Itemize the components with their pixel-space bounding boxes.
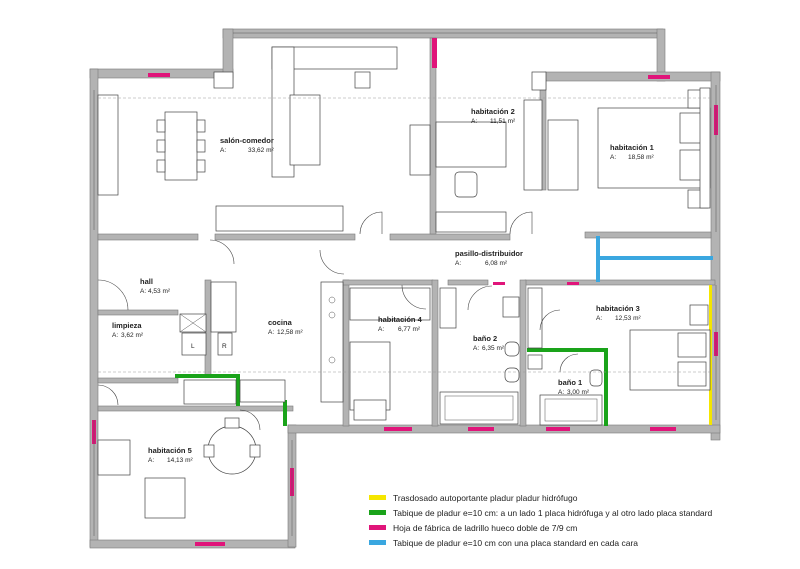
hab4-furniture <box>349 287 431 421</box>
hab5-furniture <box>97 417 261 519</box>
blue-walls <box>596 236 713 282</box>
hall-limpieza-furniture: L R <box>179 313 237 405</box>
svg-text:salón-comedor: salón-comedor <box>220 136 274 145</box>
room-labels: salón-comedor A: 33,62 m² habitación 2 A… <box>112 107 654 464</box>
room-hab1: habitación 1 A: 18,58 m² <box>610 143 654 161</box>
room-pasillo: pasillo-distribuidor A: 6,08 m² <box>455 249 523 267</box>
svg-text:Trasdosado autoportante pladur: Trasdosado autoportante pladur pladur hi… <box>393 493 578 503</box>
svg-text:Tabique de pladur e=10 cm: a u: Tabique de pladur e=10 cm: a un lado 1 p… <box>393 508 712 518</box>
kitchen-furniture <box>210 281 344 403</box>
svg-text:A:: A: <box>220 147 226 154</box>
doors <box>97 211 579 431</box>
hab2-furniture <box>409 71 547 233</box>
room-hall: hall A: 4,53 m² <box>140 277 171 295</box>
legend-item-magenta: Hoja de fábrica de ladrillo hueco doble … <box>369 523 577 533</box>
svg-text:limpieza: limpieza <box>112 321 142 330</box>
svg-text:habitación 2: habitación 2 <box>471 107 515 116</box>
room-hab3: habitación 3 A: 12,53 m² <box>596 304 641 322</box>
green-walls <box>175 348 608 426</box>
refrigerador-label: R <box>222 343 227 350</box>
room-hab5: habitación 5 A: 14,13 m² <box>148 446 193 464</box>
reference-lines <box>98 97 710 373</box>
svg-text:pasillo-distribuidor: pasillo-distribuidor <box>455 249 523 258</box>
svg-text:14,13 m²: 14,13 m² <box>167 457 193 464</box>
yellow-walls <box>709 285 712 425</box>
svg-text:A:: A: <box>455 260 461 267</box>
legend-item-green: Tabique de pladur e=10 cm: a un lado 1 p… <box>369 508 712 518</box>
svg-text:A:: A: <box>473 345 479 352</box>
svg-text:baño 2: baño 2 <box>473 334 497 343</box>
svg-text:Tabique de pladur e=10 cm con: Tabique de pladur e=10 cm con una placa … <box>393 538 638 548</box>
room-bano2: baño 2 A: 6,35 m² <box>473 334 505 352</box>
room-bano1: baño 1 A: 3,00 m² <box>558 378 590 396</box>
legend: Trasdosado autoportante pladur pladur hi… <box>369 493 712 548</box>
svg-text:12,58 m²: 12,58 m² <box>277 329 303 336</box>
windows <box>93 32 717 536</box>
room-limpieza: limpieza A: 3,62 m² <box>112 321 144 339</box>
room-hab2: habitación 2 A: 11,51 m² <box>471 107 516 125</box>
room-salon: salón-comedor A: 33,62 m² <box>220 136 274 154</box>
svg-text:A:: A: <box>596 315 602 322</box>
lavadora-label: L <box>191 343 195 350</box>
room-hab4: habitación 4 A: 6,77 m² <box>378 315 423 333</box>
room-cocina: cocina A: 12,58 m² <box>268 318 303 336</box>
svg-text:6,77 m²: 6,77 m² <box>398 326 421 333</box>
svg-text:A:: A: <box>610 154 616 161</box>
salon-furniture <box>97 46 398 232</box>
svg-text:baño 1: baño 1 <box>558 378 582 387</box>
legend-swatch-green <box>369 510 386 515</box>
svg-text:hall: hall <box>140 277 153 286</box>
svg-text:A:: A: <box>268 329 274 336</box>
hab3-furniture <box>527 287 711 391</box>
svg-text:6,08 m²: 6,08 m² <box>485 260 508 267</box>
svg-text:3,62 m²: 3,62 m² <box>121 332 144 339</box>
legend-swatch-blue <box>369 540 386 545</box>
legend-swatch-yellow <box>369 495 386 500</box>
svg-text:3,00 m²: 3,00 m² <box>567 389 590 396</box>
bano2-furniture <box>439 287 520 425</box>
legend-item-blue: Tabique de pladur e=10 cm con una placa … <box>369 538 638 548</box>
svg-text:habitación 5: habitación 5 <box>148 446 192 455</box>
bano1-furniture <box>527 354 603 426</box>
svg-text:11,51 m²: 11,51 m² <box>490 118 516 125</box>
legend-swatch-magenta <box>369 525 386 530</box>
svg-text:12,53 m²: 12,53 m² <box>615 315 641 322</box>
svg-text:Hoja de fábrica de ladrillo hu: Hoja de fábrica de ladrillo hueco doble … <box>393 523 577 533</box>
svg-text:A:: A: <box>112 332 118 339</box>
svg-text:cocina: cocina <box>268 318 293 327</box>
svg-text:A:: A: <box>558 389 564 396</box>
svg-text:habitación 1: habitación 1 <box>610 143 654 152</box>
svg-text:habitación 4: habitación 4 <box>378 315 423 324</box>
svg-text:6,35 m²: 6,35 m² <box>482 345 505 352</box>
svg-text:18,58 m²: 18,58 m² <box>628 154 654 161</box>
svg-text:A:: A: <box>148 457 154 464</box>
svg-text:4,53 m²: 4,53 m² <box>148 288 171 295</box>
svg-text:habitación 3: habitación 3 <box>596 304 640 313</box>
svg-text:A:: A: <box>140 288 146 295</box>
legend-item-yellow: Trasdosado autoportante pladur pladur hi… <box>369 493 578 503</box>
hab1-furniture <box>547 87 711 209</box>
svg-text:A:: A: <box>471 118 477 125</box>
svg-text:A:: A: <box>378 326 384 333</box>
svg-text:33,62 m²: 33,62 m² <box>248 147 274 154</box>
